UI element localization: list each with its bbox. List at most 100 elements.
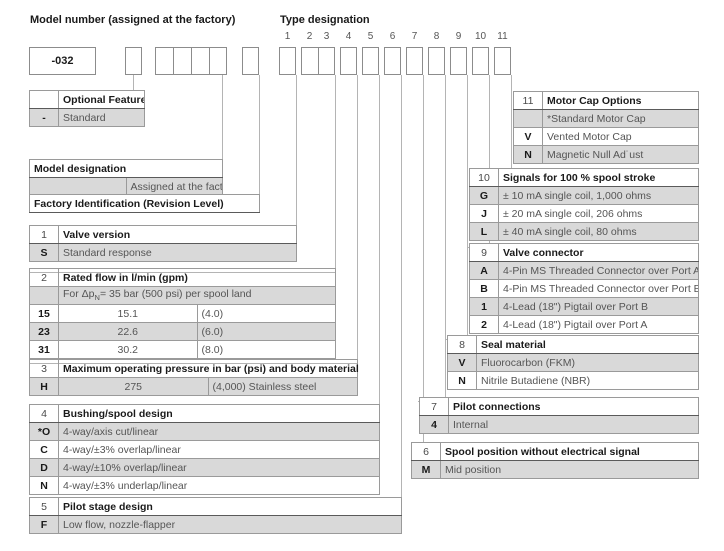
seal-material-text-0: Fluorocarbon (FKM) <box>476 353 699 372</box>
bushing-spool-title: Bushing/spool design <box>58 404 380 423</box>
model-designation-key-0 <box>29 177 127 196</box>
valve-connector-key-2: 1 <box>469 297 499 316</box>
bushing-spool-key-0: *O <box>29 422 59 441</box>
motor-cap-key-0 <box>513 109 543 128</box>
type-designation-column-number-11: 11 <box>497 31 508 42</box>
max-pressure-table: 3 Maximum operating pressure in bar (psi… <box>29 359 359 396</box>
model-number-heading: Model number (assigned at the factory) <box>30 14 236 26</box>
table-header-row: 5 Pilot stage design <box>29 497 402 516</box>
code-box-model-number-value: -032 <box>51 55 74 67</box>
table-row: L ± 40 mA single coil, 80 ohms <box>469 222 699 241</box>
block-rated-flow: 2 Rated flow in l/min (gpm) For ΔpN= 35 … <box>29 268 336 359</box>
rated-flow-lpm-0: 15.1 <box>58 304 198 323</box>
table-row: C 4-way/±3% overlap/linear <box>29 440 380 459</box>
code-box-type-10[interactable] <box>472 47 489 75</box>
rated-flow-gpm-0: (4.0) <box>196 304 336 323</box>
table-header-row: Model designation <box>29 159 223 178</box>
spool-position-text-0: Mid position <box>440 460 699 479</box>
bushing-spool-text-2: 4-way/±10% overlap/linear <box>58 458 380 477</box>
leader-line-optional-features <box>133 75 134 94</box>
table-row: S Standard response <box>29 243 297 262</box>
rated-flow-lpm-1: 22.6 <box>58 322 198 341</box>
table-header-row: 11 Motor Cap Options <box>513 91 699 110</box>
code-box-type-11[interactable] <box>494 47 511 75</box>
bushing-spool-key-3: N <box>29 476 59 495</box>
bushing-spool-key-2: D <box>29 458 59 477</box>
leader-line-type-11 <box>511 75 512 169</box>
valve-connector-text-3: 4-Lead (18") Pigtail over Port A <box>498 315 699 334</box>
block-pilot-connections: 7 Pilot connections 4 Internal <box>419 397 699 434</box>
max-pressure-title: Maximum operating pressure in bar (psi) … <box>58 359 359 378</box>
rated-flow-condition-prefix: For Δp <box>63 288 95 301</box>
signals-text-2: ± 40 mA single coil, 80 ohms <box>498 222 699 241</box>
valve-connector-key-0: A <box>469 261 499 280</box>
table-header-row: 7 Pilot connections <box>419 397 699 416</box>
code-box-type-5[interactable] <box>362 47 379 75</box>
code-box-type-2-3-group[interactable] <box>301 47 335 75</box>
pilot-stage-text-0: Low flow, nozzle-flapper <box>58 515 402 534</box>
type-designation-column-number-1: 1 <box>284 31 291 42</box>
rated-flow-condition-suffix: = 35 bar (500 psi) per spool land <box>99 288 252 301</box>
leader-line-type-4 <box>357 75 358 363</box>
table-header-row: 9 Valve connector <box>469 243 699 262</box>
table-row: *O 4-way/axis cut/linear <box>29 422 380 441</box>
code-box-type-7[interactable] <box>406 47 423 75</box>
table-header-row: 3 Maximum operating pressure in bar (psi… <box>29 359 359 378</box>
valve-version-key-0: S <box>29 243 59 262</box>
code-box-model-number[interactable]: -032 <box>29 47 96 75</box>
code-box-model-designation-2[interactable] <box>173 47 191 75</box>
rated-flow-gpm-1: (6.0) <box>196 322 336 341</box>
table-row: *Standard Motor Cap <box>513 109 699 128</box>
code-box-model-designation-1[interactable] <box>155 47 173 75</box>
optional-features-text-0: Standard <box>58 108 145 127</box>
leader-line-model-designation <box>222 75 223 163</box>
signals-table: 10 Signals for 100 % spool stroke G ± 10… <box>469 168 699 241</box>
block-bushing-spool: 4 Bushing/spool design *O 4-way/axis cut… <box>29 404 380 495</box>
leader-line-type-5 <box>379 75 380 408</box>
table-row: 31 30.2 (8.0) <box>29 340 336 359</box>
signals-num: 10 <box>469 168 499 187</box>
leader-line-type-2 <box>335 75 336 272</box>
code-box-type-8[interactable] <box>428 47 445 75</box>
leader-line-type-6 <box>401 75 402 501</box>
code-box-model-designation-3[interactable] <box>191 47 209 75</box>
block-factory-identification: Factory Identification (Revision Level) <box>29 194 260 213</box>
factory-identification-table: Factory Identification (Revision Level) <box>29 194 260 213</box>
code-box-type-9[interactable] <box>450 47 467 75</box>
max-pressure-num: 3 <box>29 359 59 378</box>
motor-cap-key-2: N <box>513 145 543 164</box>
signals-text-0: ± 10 mA single coil, 1,000 ohms <box>498 186 699 205</box>
rated-flow-cond-key <box>29 286 59 305</box>
table-row: B 4-Pin MS Threaded Connector over Port … <box>469 279 699 298</box>
seal-material-num: 8 <box>447 335 477 354</box>
code-box-type-3[interactable] <box>318 47 335 75</box>
code-box-type-1[interactable] <box>279 47 296 75</box>
block-signals: 10 Signals for 100 % spool stroke G ± 10… <box>469 168 699 241</box>
valve-connector-text-2: 4-Lead (18") Pigtail over Port B <box>498 297 699 316</box>
signals-key-1: J <box>469 204 499 223</box>
code-box-factory-identification[interactable] <box>242 47 259 75</box>
table-header-row: Optional Features <box>29 90 145 109</box>
block-spool-position: 6 Spool position without electrical sign… <box>411 442 699 479</box>
motor-cap-key-1: V <box>513 127 543 146</box>
rated-flow-title: Rated flow in l/min (gpm) <box>58 268 336 287</box>
code-box-optional-features[interactable] <box>125 47 142 75</box>
block-pilot-stage: 5 Pilot stage design F Low flow, nozzle-… <box>29 497 402 534</box>
code-box-model-designation-4[interactable] <box>209 47 227 75</box>
optional-features-title: Optional Features <box>58 90 145 109</box>
table-row: 23 22.6 (6.0) <box>29 322 336 341</box>
code-box-type-2[interactable] <box>301 47 318 75</box>
spool-position-table: 6 Spool position without electrical sign… <box>411 442 699 479</box>
leader-line-type-1 <box>296 75 297 229</box>
block-seal-material: 8 Seal material V Fluorocarbon (FKM) N N… <box>447 335 699 390</box>
leader-line-type-9 <box>467 75 468 339</box>
valve-version-table: 1 Valve version S Standard response <box>29 225 297 262</box>
table-header-row: 1 Valve version <box>29 225 297 244</box>
code-box-type-4[interactable] <box>340 47 357 75</box>
code-box-type-6[interactable] <box>384 47 401 75</box>
table-row: H 275 (4,000) Stainless steel <box>29 377 358 396</box>
motor-cap-text-2: Magnetic Null Ad˙ust <box>542 145 699 164</box>
leader-line-type-8 <box>445 75 446 401</box>
code-box-model-designation-group[interactable] <box>155 47 227 75</box>
